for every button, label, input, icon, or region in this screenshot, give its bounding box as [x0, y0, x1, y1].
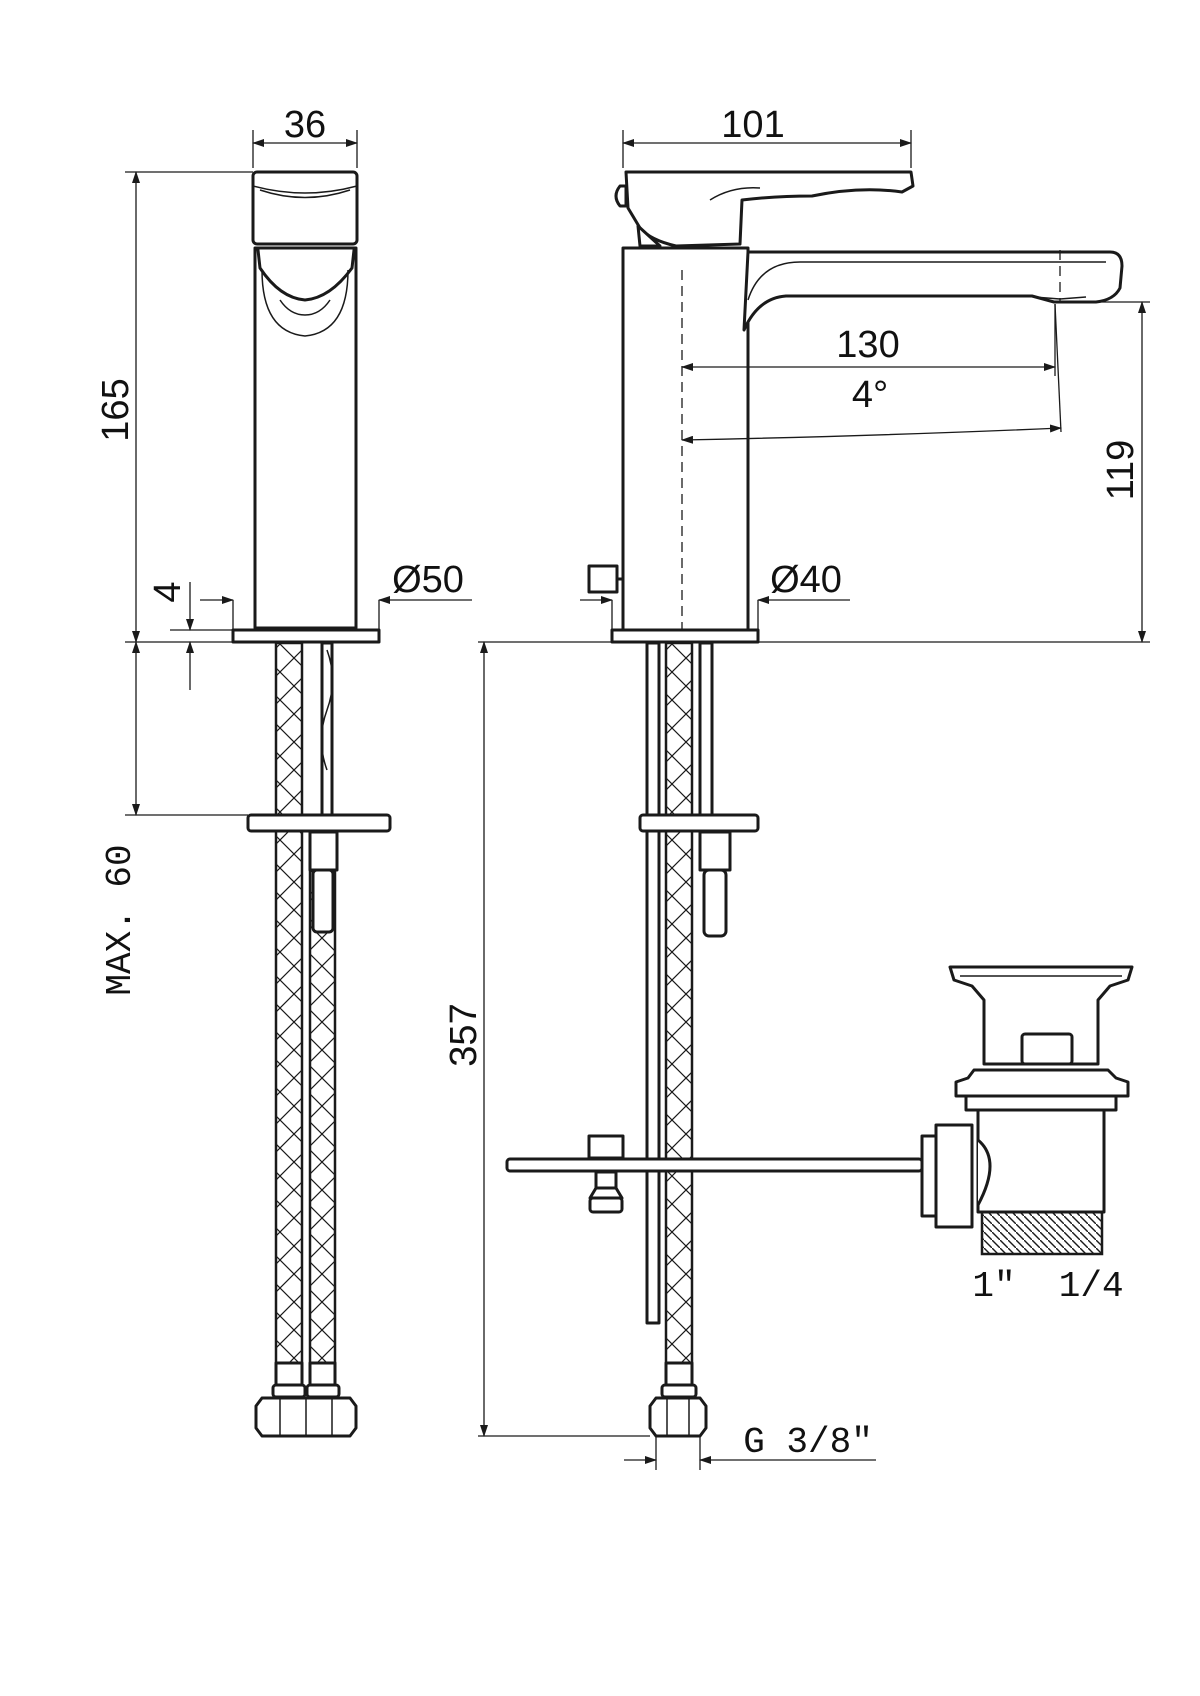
front-body: [253, 246, 358, 630]
front-hoses: [274, 641, 337, 1365]
side-lever: [614, 170, 915, 248]
dimension-lines: [125, 130, 1150, 1470]
label-base-diameter-side: Ø40: [770, 559, 842, 601]
label-base-thickness: 4: [147, 581, 189, 602]
side-hoses: [645, 641, 714, 1365]
label-total-length: 357: [443, 1003, 485, 1066]
dimension-labels: 36 165 4 Ø50 MAX. 60 101 130 4° 119 Ø40 …: [95, 104, 1142, 1463]
label-spout-angle: 4°: [852, 374, 888, 416]
side-mounting-plate: [638, 813, 760, 938]
front-base: [231, 628, 381, 644]
label-base-diameter-front: Ø50: [392, 559, 464, 601]
label-waste-thread: 1" 1/4: [972, 1266, 1123, 1307]
front-mounting-plate: [246, 813, 392, 934]
label-side-width: 101: [721, 104, 784, 146]
side-popup-knob: [587, 564, 625, 594]
label-spout-height: 119: [1100, 440, 1142, 501]
label-front-width: 36: [284, 104, 326, 146]
label-spout-reach: 130: [836, 324, 899, 366]
front-connectors: [254, 1361, 358, 1438]
popup-rod: [505, 1134, 924, 1214]
label-max-deck: MAX. 60: [100, 844, 141, 995]
front-view: [231, 170, 392, 1438]
label-front-height: 165: [95, 378, 137, 441]
label-hose-connection: G 3/8": [743, 1422, 873, 1463]
side-base: [610, 628, 760, 644]
side-spout: [742, 250, 1124, 332]
side-connector: [648, 1361, 708, 1438]
front-lever: [251, 170, 359, 246]
waste-assembly: [920, 965, 1134, 1256]
